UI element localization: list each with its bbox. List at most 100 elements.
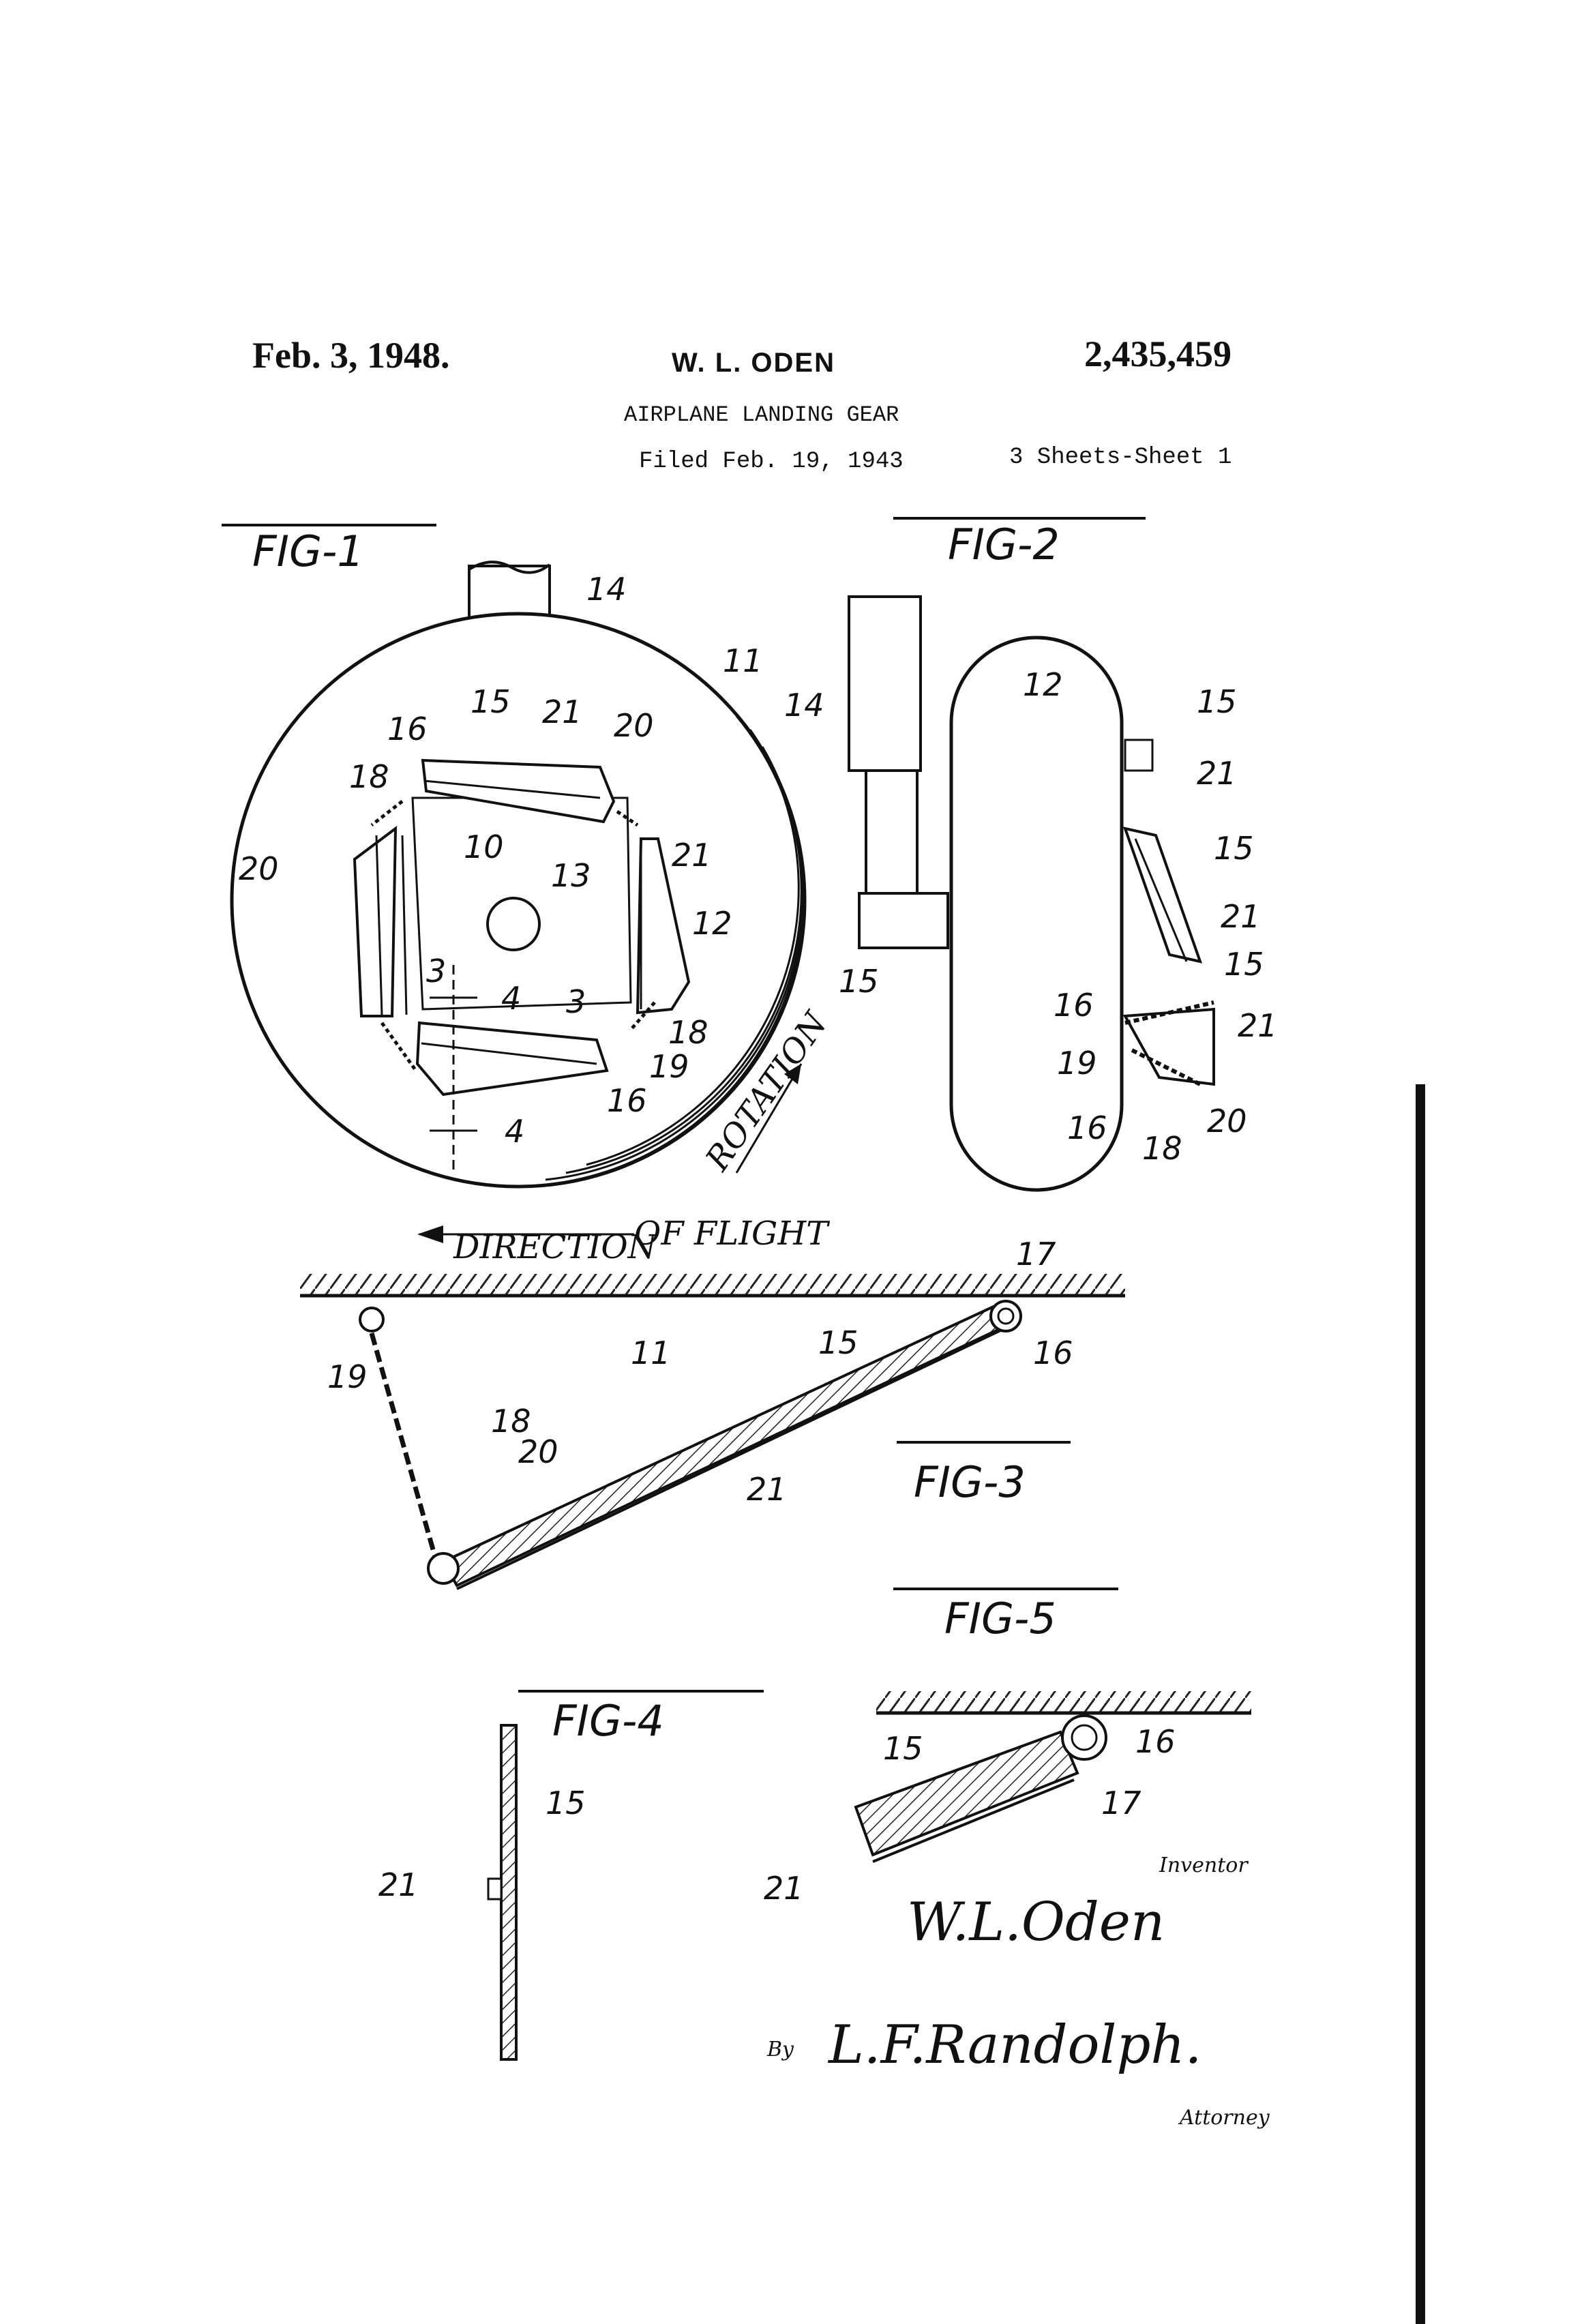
fig3-chain bbox=[369, 1332, 439, 1562]
patent-date: Feb. 3, 1948. bbox=[252, 335, 450, 376]
ref-numeral: 4 bbox=[501, 980, 521, 1017]
inventor-name: W. L. ODEN bbox=[672, 348, 835, 378]
ref-numeral: 3 bbox=[426, 953, 446, 989]
inventor-caption: Inventor bbox=[1159, 1853, 1249, 1877]
fig1-label: FIG-1 bbox=[252, 526, 364, 576]
fig1-flight-arrowhead bbox=[417, 1225, 443, 1243]
ref-numeral: 18 bbox=[668, 1014, 708, 1051]
fig1-of-flight-text: OF FLIGHT bbox=[634, 1215, 830, 1253]
fig2-chain bbox=[1124, 1000, 1214, 1025]
ref-numeral: 21 bbox=[764, 1870, 804, 1907]
fig1-vane-bottom-rib bbox=[421, 1042, 597, 1065]
inventor-signature: W.L.Oden bbox=[907, 1892, 1165, 1953]
figure-3: FIG-3 17 16 11 15 19 18 20 21 bbox=[300, 1236, 1125, 1590]
fig2-vane-mid bbox=[1122, 826, 1203, 964]
fig1-vane-left-rib bbox=[401, 835, 408, 1015]
fig2-axle-block bbox=[858, 892, 949, 949]
fig1-vane-right bbox=[636, 837, 691, 1015]
fig3-label: FIG-3 bbox=[914, 1457, 1026, 1507]
fig1-chain bbox=[370, 800, 404, 826]
ref-numeral: 21 bbox=[378, 1866, 419, 1903]
fig5-rib bbox=[872, 1778, 1075, 1863]
ref-numeral: 16 bbox=[1067, 1109, 1107, 1146]
ref-numeral: 18 bbox=[1142, 1130, 1182, 1167]
fig2-vane-top bbox=[1124, 739, 1154, 772]
fig1-vane-left bbox=[353, 825, 398, 1017]
fig5-hinge-pin bbox=[1071, 1724, 1098, 1751]
fig1-tire-line bbox=[586, 766, 800, 1166]
fig2-fork bbox=[865, 771, 919, 895]
ref-numeral: 15 bbox=[1224, 946, 1264, 983]
ref-numeral: 4 bbox=[505, 1113, 524, 1150]
fig3-rib bbox=[456, 1325, 1010, 1590]
figure-2: FIG-2 14 12 15 21 15 21 15 16 21 19 16 1… bbox=[784, 517, 1278, 1192]
ref-numeral: 16 bbox=[387, 711, 428, 747]
by-caption: By bbox=[766, 2038, 794, 2061]
figure-4: FIG-4 15 21 bbox=[378, 1690, 764, 2061]
ref-numeral: 10 bbox=[464, 829, 504, 865]
ref-numeral: 20 bbox=[1207, 1103, 1247, 1139]
fig2-label: FIG-2 bbox=[948, 520, 1060, 569]
ref-numeral: 15 bbox=[883, 1730, 923, 1767]
fig1-vane-top-rib bbox=[423, 779, 601, 799]
ref-numeral: 20 bbox=[239, 850, 279, 887]
fig3-ground-hatch bbox=[300, 1274, 1125, 1294]
fig4-vane-section bbox=[500, 1724, 518, 2061]
fig4-label: FIG-4 bbox=[552, 1696, 664, 1746]
ref-numeral: 21 bbox=[1238, 1007, 1278, 1044]
sheet-count: 3 Sheets-Sheet 1 bbox=[1009, 445, 1232, 471]
ref-numeral: 21 bbox=[542, 694, 582, 730]
fig4-rib bbox=[487, 1877, 503, 1901]
ref-numeral: 19 bbox=[649, 1048, 689, 1085]
ref-numeral: 17 bbox=[1101, 1785, 1141, 1821]
ref-numeral: 21 bbox=[1197, 755, 1237, 792]
ref-numeral: 19 bbox=[327, 1358, 368, 1395]
patent-number: 2,435,459 bbox=[1084, 333, 1232, 374]
fig5-vane-section bbox=[854, 1730, 1079, 1857]
fig1-rotation-arrow bbox=[735, 1063, 803, 1174]
ref-numeral: 19 bbox=[1057, 1045, 1097, 1082]
ref-numeral: 17 bbox=[1016, 1236, 1056, 1272]
ref-numeral: 15 bbox=[1197, 683, 1237, 720]
signature-block: Inventor W.L.Oden By L.F.Randolph. Attor… bbox=[766, 1853, 1270, 2130]
ref-numeral: 15 bbox=[1214, 830, 1254, 867]
fig2-vane-mid-rib bbox=[1134, 838, 1188, 962]
fig1-vane-top bbox=[421, 758, 616, 824]
fig3-ring bbox=[427, 1552, 460, 1585]
ref-numeral: 16 bbox=[1054, 987, 1094, 1024]
fig1-chain bbox=[380, 1022, 418, 1072]
filed-date: Filed Feb. 19, 1943 bbox=[639, 449, 904, 475]
ref-numeral: 21 bbox=[747, 1471, 787, 1508]
ref-numeral: 15 bbox=[546, 1785, 586, 1821]
figure-5: FIG-5 15 16 17 21 bbox=[764, 1588, 1251, 1907]
fig1-axle-hole bbox=[486, 897, 541, 951]
ref-numeral: 3 bbox=[566, 983, 586, 1020]
ref-numeral: 16 bbox=[1033, 1335, 1073, 1371]
ref-numeral: 15 bbox=[839, 963, 879, 1000]
fig2-strut bbox=[848, 595, 922, 772]
fig5-ground-hatch bbox=[876, 1691, 1251, 1712]
ref-numeral: 20 bbox=[518, 1433, 558, 1470]
attorney-signature: L.F.Randolph. bbox=[827, 2014, 1202, 2076]
ref-numeral: 18 bbox=[491, 1403, 531, 1440]
fig5-label: FIG-5 bbox=[944, 1594, 1056, 1643]
ref-numeral: 15 bbox=[471, 683, 511, 720]
ref-numeral: 14 bbox=[586, 571, 627, 608]
ref-numeral: 13 bbox=[551, 857, 591, 894]
fig3-anchor-19 bbox=[359, 1307, 385, 1332]
patent-title: AIRPLANE LANDING GEAR bbox=[624, 402, 899, 428]
ref-numeral: 12 bbox=[692, 905, 732, 942]
fig2-chain bbox=[1131, 1048, 1202, 1086]
ref-numeral: 11 bbox=[723, 642, 763, 679]
fig1-tire-line bbox=[565, 746, 803, 1174]
fig1-vane-bottom bbox=[415, 1021, 609, 1097]
ref-numeral: 16 bbox=[607, 1082, 647, 1119]
ref-numeral: 20 bbox=[614, 707, 654, 744]
fig1-chain bbox=[629, 1001, 656, 1031]
fig1-vane-left-rib bbox=[375, 835, 383, 1015]
ref-numeral: 11 bbox=[631, 1335, 671, 1371]
ref-numeral: 21 bbox=[672, 837, 712, 874]
fig3-hinge-pin bbox=[997, 1307, 1015, 1325]
